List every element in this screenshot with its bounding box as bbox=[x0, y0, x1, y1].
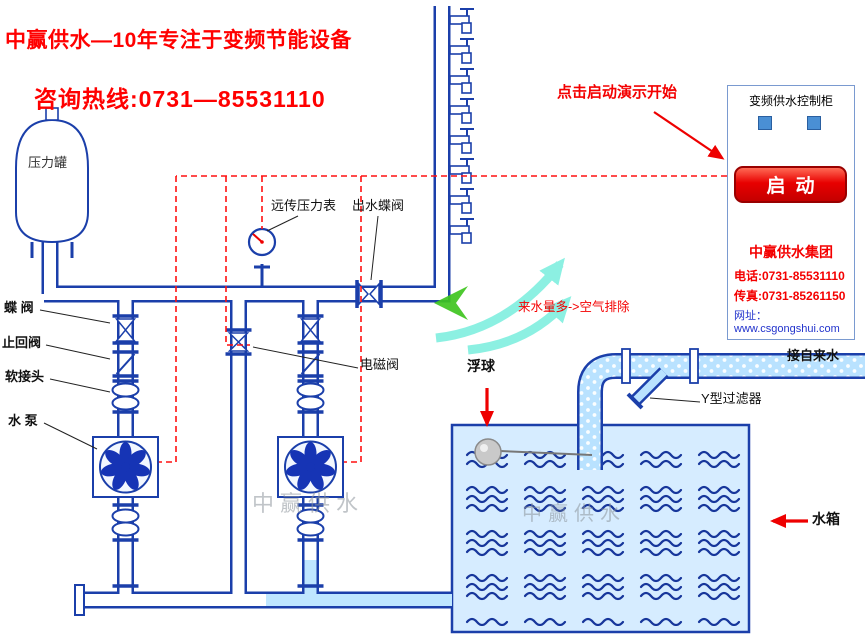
label-butterfly-valve: 蝶 阀 bbox=[4, 300, 34, 315]
faucet-icon bbox=[449, 128, 475, 154]
label-soft-joint: 软接头 bbox=[5, 369, 45, 384]
label-water-pump: 水 泵 bbox=[8, 413, 38, 428]
faucet-icon bbox=[449, 8, 475, 34]
blind-flange bbox=[74, 584, 85, 616]
label-check-valve: 止回阀 bbox=[2, 335, 42, 350]
annotation-arrows bbox=[480, 111, 808, 528]
faucet-icon bbox=[449, 188, 475, 214]
watermark: 中赢供水 bbox=[522, 503, 626, 525]
faucet-icon bbox=[449, 68, 475, 94]
outlet-butterfly-valve-icon bbox=[355, 280, 383, 308]
indicator-light-1 bbox=[758, 116, 772, 130]
label-pointers bbox=[39, 215, 701, 450]
cabinet-title: 变频供水控制柜 bbox=[748, 94, 833, 108]
demo-hint: 点击启动演示开始 bbox=[557, 84, 678, 101]
control-wiring bbox=[159, 175, 727, 463]
faucet-icon bbox=[449, 218, 475, 244]
watermark: 中赢供水 bbox=[252, 491, 365, 516]
start-button[interactable]: 启动 bbox=[734, 166, 847, 203]
label-air-exhaust: 来水量多->空气排除 bbox=[518, 300, 630, 314]
control-cabinet: 变频供水控制柜 启动 中赢供水集团 电话:0731-85531110 传真:07… bbox=[727, 85, 855, 340]
faucet-icon bbox=[449, 38, 475, 64]
float-ball-icon bbox=[474, 438, 593, 466]
company-website: 网址：www.csgongshui.com bbox=[734, 310, 840, 335]
pressure-tank-icon bbox=[15, 107, 89, 258]
page-title: 中赢供水—10年专注于变频节能设备 bbox=[5, 29, 352, 52]
company-name: 中赢供水集团 bbox=[749, 244, 833, 260]
pressure-gauge-icon bbox=[247, 227, 277, 286]
label-remote-gauge: 远传压力表 bbox=[271, 198, 337, 213]
demo-hint-arrow bbox=[653, 111, 725, 160]
water-pump-1 bbox=[92, 436, 159, 498]
y-filter-icon bbox=[626, 367, 669, 410]
label-float-ball: 浮球 bbox=[467, 358, 495, 374]
company-fax: 传真:0731-85261150 bbox=[734, 289, 846, 303]
air-flow-arrows bbox=[434, 257, 572, 355]
label-water-tank: 水箱 bbox=[812, 511, 840, 527]
water-waves bbox=[460, 450, 742, 626]
inlet-pipe bbox=[577, 348, 865, 470]
riser-faucets bbox=[449, 8, 475, 244]
solenoid-valve-icon bbox=[225, 328, 252, 356]
label-solenoid-valve: 电磁阀 bbox=[360, 357, 400, 372]
label-tap-water: 接自来水 bbox=[787, 348, 840, 363]
company-phone: 电话:0731-85531110 bbox=[734, 269, 845, 283]
faucet-icon bbox=[449, 98, 475, 124]
label-y-filter: Y型过滤器 bbox=[701, 391, 762, 406]
hotline-text: 咨询热线:0731—85531110 bbox=[34, 86, 326, 112]
faucet-icon bbox=[449, 158, 475, 184]
indicator-light-2 bbox=[807, 116, 821, 130]
flow-green-arrow bbox=[434, 286, 468, 320]
label-pressure-tank: 压力罐 bbox=[28, 155, 68, 170]
label-outlet-valve: 出水蝶阀 bbox=[352, 198, 405, 213]
